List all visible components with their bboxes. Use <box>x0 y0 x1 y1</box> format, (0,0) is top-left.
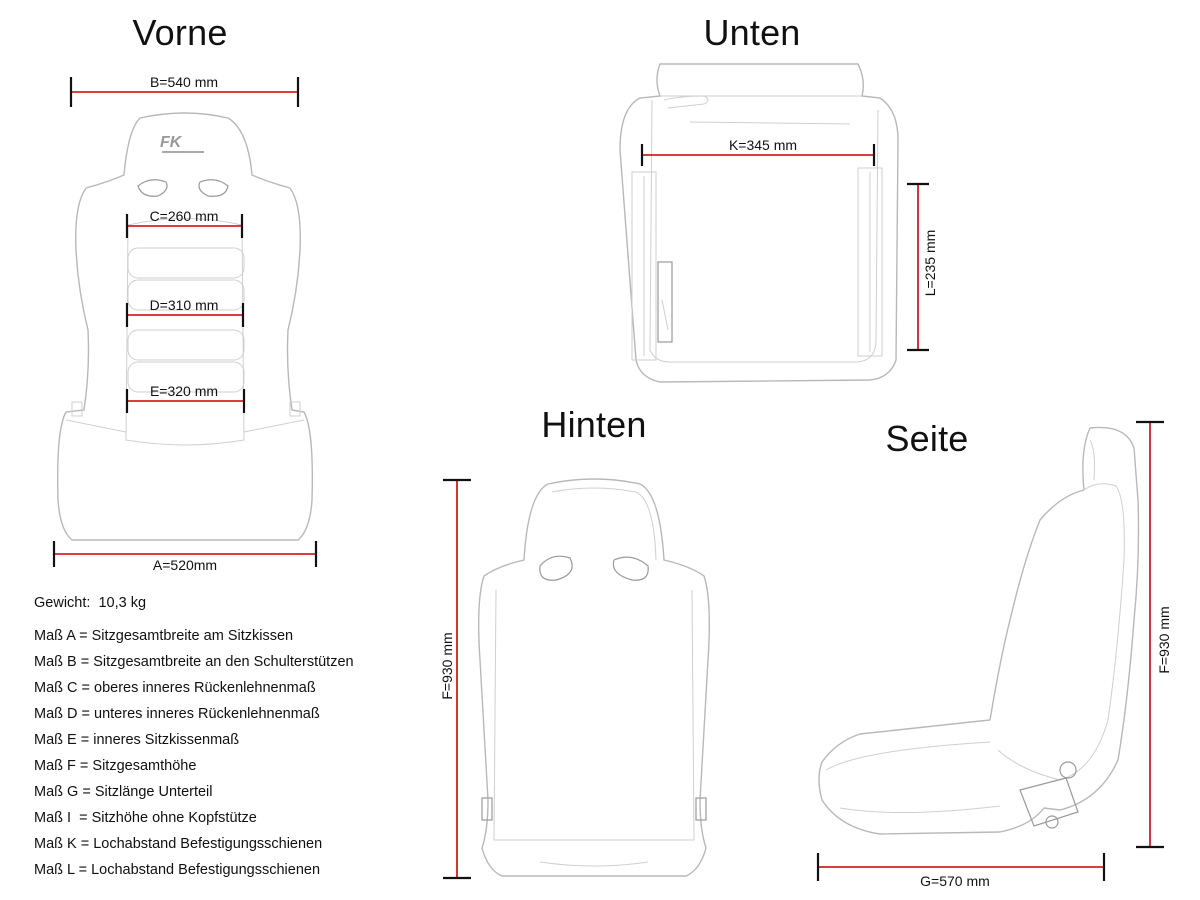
dimension-k: K=345 mm <box>640 137 876 166</box>
dimension-f-side: F=930 mm <box>1136 420 1172 849</box>
legend-item: Maß A = Sitzgesamtbreite am Sitzkissen <box>34 628 294 644</box>
dimension-d: D=310 mm <box>125 297 245 327</box>
dimension-g-label: G=570 mm <box>920 873 990 889</box>
specification-list: Gewicht: 10,3 kg Maß A = Sitzgesamtbreit… <box>34 590 354 883</box>
dimension-l-label: L=235 mm <box>922 230 938 297</box>
dimension-d-label: D=310 mm <box>150 297 219 313</box>
dimension-e: E=320 mm <box>125 383 246 413</box>
weight-text: Gewicht: 10,3 kg <box>34 595 147 611</box>
dimension-k-label: K=345 mm <box>729 137 797 153</box>
legend-item: Maß D = unteres inneres Rückenlehnenmaß <box>34 706 320 722</box>
dimension-l: L=235 mm <box>907 182 938 352</box>
front-seat-outline <box>56 112 314 541</box>
dimension-b-label: B=540 mm <box>150 74 218 90</box>
dimension-a-label: A=520mm <box>153 557 217 573</box>
legend-item: Maß K = Lochabstand Befestigungsschienen <box>34 836 323 852</box>
dimension-f-back: F=930 mm <box>439 478 471 880</box>
view-title-back: Hinten <box>541 404 647 445</box>
dimension-b: B=540 mm <box>69 74 300 107</box>
dimension-c: C=260 mm <box>125 208 244 238</box>
legend-item: Maß G = Sitzlänge Unterteil <box>34 784 213 800</box>
dimension-a: A=520mm <box>52 541 318 573</box>
dimension-f-side-label: F=930 mm <box>1156 606 1172 673</box>
legend-item: Maß F = Sitzgesamthöhe <box>34 758 197 774</box>
legend-item: Maß B = Sitzgesamtbreite an den Schulter… <box>34 654 354 670</box>
view-title-bottom: Unten <box>703 12 801 53</box>
view-title-side: Seite <box>885 418 969 459</box>
dimension-e-label: E=320 mm <box>150 383 218 399</box>
legend-item: Maß C = oberes inneres Rückenlehnenmaß <box>34 680 316 696</box>
brand-logo: FK <box>160 134 183 151</box>
dimension-c-label: C=260 mm <box>150 208 219 224</box>
legend-item: Maß E = inneres Sitzkissenmaß <box>34 732 240 748</box>
legend-item: Maß I = Sitzhöhe ohne Kopfstütze <box>34 810 257 826</box>
bottom-seat-outline <box>619 63 899 383</box>
back-seat-outline <box>477 478 711 877</box>
dimension-g: G=570 mm <box>816 853 1106 889</box>
legend-item: Maß L = Lochabstand Befestigungsschienen <box>34 862 321 878</box>
view-title-front: Vorne <box>132 12 228 53</box>
side-seat-outline <box>818 426 1140 835</box>
dimension-f-back-label: F=930 mm <box>439 632 455 699</box>
